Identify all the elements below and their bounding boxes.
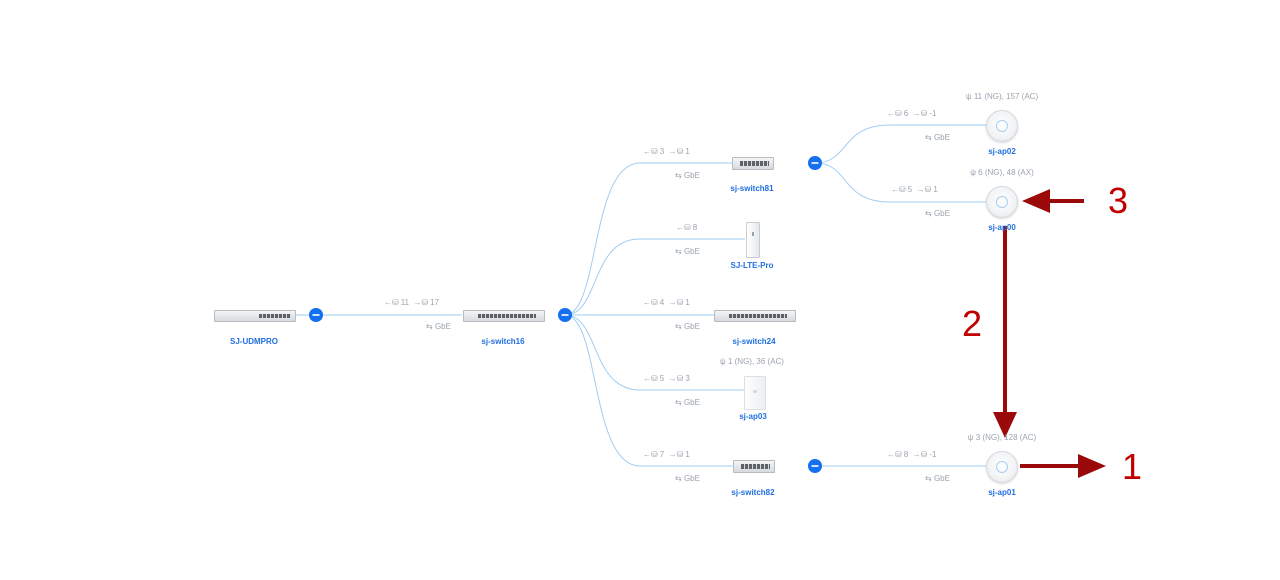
annotation-number-2: 2 bbox=[962, 303, 983, 344]
link-speed-icon: ⇆ bbox=[675, 171, 684, 180]
downstream-icon: ←⛁ bbox=[643, 147, 658, 156]
device-label-ap00[interactable]: sj-ap00 bbox=[988, 223, 1016, 232]
downstream-icon: ←⛁ bbox=[643, 374, 658, 383]
antenna-icon: ψ bbox=[720, 357, 728, 366]
antenna-icon: ψ bbox=[965, 92, 974, 101]
collapse-buttons[interactable] bbox=[309, 156, 822, 473]
link-stats-sw16-lte: ←⛁8 bbox=[676, 223, 698, 232]
downstream-icon: ←⛁ bbox=[887, 109, 902, 118]
link-speed-icon: ⇆ bbox=[925, 209, 934, 218]
upstream-icon: →⛁ bbox=[413, 298, 429, 307]
link-stats-sw82-ap01: ←⛁8 →⛁-1 bbox=[887, 450, 937, 459]
link-speed-icon: ⇆ bbox=[675, 398, 684, 407]
radio-channels-ap00: ψ 6 (NG), 48 (AX) bbox=[970, 168, 1034, 177]
antenna-icon: ψ bbox=[967, 433, 976, 442]
collapse-minus-icon bbox=[312, 314, 320, 316]
link-speed-icon: ⇆ bbox=[426, 322, 435, 331]
device-label-sw82[interactable]: sj-switch82 bbox=[731, 488, 775, 497]
device-label-ap02[interactable]: sj-ap02 bbox=[988, 147, 1016, 156]
access-point-icon[interactable] bbox=[986, 451, 1018, 483]
upstream-icon: →⛁ bbox=[912, 450, 928, 459]
link-speed-sw16-sw24: ⇆ GbE bbox=[675, 322, 700, 331]
downstream-icon: ←⛁ bbox=[643, 450, 658, 459]
collapse-minus-icon bbox=[561, 314, 569, 316]
link-sw16-ap03 bbox=[564, 314, 744, 391]
radio-channels-ap02: ψ 11 (NG), 157 (AC) bbox=[965, 92, 1039, 101]
link-speed-sw16-sw81: ⇆ GbE bbox=[675, 171, 700, 180]
link-stats-sw81-ap00: ←⛁5 →⛁1 bbox=[891, 185, 938, 194]
arrow-2-head bbox=[993, 412, 1017, 438]
wall-ap-icon[interactable] bbox=[744, 376, 766, 410]
link-sw16-sw82 bbox=[564, 314, 733, 467]
annotation-number-1: 1 bbox=[1122, 446, 1143, 487]
radio-channels-ap01: ψ 3 (NG), 128 (AC) bbox=[967, 433, 1037, 442]
access-point-icon[interactable] bbox=[986, 110, 1018, 142]
link-stats-sw16-sw24: ←⛁4 →⛁1 bbox=[643, 298, 690, 307]
link-stats-sw16-sw82: ←⛁7 →⛁1 bbox=[643, 450, 690, 459]
link-lines bbox=[296, 124, 987, 467]
downstream-icon: ←⛁ bbox=[887, 450, 902, 459]
device-label-ap03[interactable]: sj-ap03 bbox=[739, 412, 767, 421]
link-speed-sw16-sw82: ⇆ GbE bbox=[675, 474, 700, 483]
downstream-icon: ←⛁ bbox=[643, 298, 658, 307]
access-point-icon[interactable] bbox=[986, 186, 1018, 218]
link-speed-sw81-ap00: ⇆ GbE bbox=[925, 209, 950, 218]
link-speed-sw82-ap01: ⇆ GbE bbox=[925, 474, 950, 483]
annotation-arrows bbox=[993, 189, 1106, 478]
upstream-icon: →⛁ bbox=[668, 374, 684, 383]
upstream-icon: →⛁ bbox=[668, 147, 684, 156]
switch-icon[interactable] bbox=[732, 157, 774, 170]
device-label-sw81[interactable]: sj-switch81 bbox=[730, 184, 774, 193]
rack-switch-icon[interactable] bbox=[463, 310, 545, 322]
antenna-icon: ψ bbox=[970, 168, 979, 177]
link-speed-icon: ⇆ bbox=[675, 474, 684, 483]
device-label-sw16[interactable]: sj-switch16 bbox=[481, 337, 525, 346]
link-stats-sw81-ap02: ←⛁6 →⛁-1 bbox=[887, 109, 937, 118]
link-speed-icon: ⇆ bbox=[925, 474, 934, 483]
link-stats-sw16-ap03: ←⛁5 →⛁3 bbox=[643, 374, 690, 383]
downstream-icon: ←⛁ bbox=[676, 223, 691, 232]
link-sw16-sw81 bbox=[564, 162, 732, 316]
upstream-icon: →⛁ bbox=[916, 185, 932, 194]
link-speed-sw16-ap03: ⇆ GbE bbox=[675, 398, 700, 407]
device-label-ap01[interactable]: sj-ap01 bbox=[988, 488, 1016, 497]
link-speed-udm-sw16: ⇆ GbE bbox=[426, 322, 451, 331]
link-sw81-ap02 bbox=[814, 124, 987, 164]
link-sw16-lte bbox=[564, 238, 745, 316]
link-stats-udm-sw16: ←⛁11 →⛁17 bbox=[384, 298, 440, 307]
annotation-number-3: 3 bbox=[1108, 180, 1129, 221]
collapse-minus-icon bbox=[811, 162, 819, 164]
upstream-icon: →⛁ bbox=[668, 450, 684, 459]
rack-gateway-icon[interactable] bbox=[214, 310, 296, 322]
link-sw81-ap00 bbox=[814, 162, 987, 203]
arrow-1-head bbox=[1078, 454, 1106, 478]
link-speed-icon: ⇆ bbox=[675, 247, 684, 256]
switch-icon[interactable] bbox=[733, 460, 775, 473]
upstream-icon: →⛁ bbox=[668, 298, 684, 307]
device-label-udm[interactable]: SJ-UDMPRO bbox=[229, 337, 279, 346]
collapse-minus-icon bbox=[811, 465, 819, 467]
rack-switch-icon[interactable] bbox=[714, 310, 796, 322]
arrow-3-head bbox=[1022, 189, 1050, 213]
link-speed-sw81-ap02: ⇆ GbE bbox=[925, 133, 950, 142]
upstream-icon: →⛁ bbox=[912, 109, 928, 118]
link-speed-sw16-lte: ⇆ GbE bbox=[675, 247, 700, 256]
downstream-icon: ←⛁ bbox=[891, 185, 906, 194]
downstream-icon: ←⛁ bbox=[384, 298, 399, 307]
device-label-sw24[interactable]: sj-switch24 bbox=[732, 337, 776, 346]
link-speed-icon: ⇆ bbox=[925, 133, 934, 142]
device-label-lte[interactable]: SJ-LTE-Pro bbox=[730, 261, 774, 270]
lte-device-icon[interactable] bbox=[746, 222, 760, 258]
link-speed-icon: ⇆ bbox=[675, 322, 684, 331]
radio-channels-ap03: ψ 1 (NG), 36 (AC) bbox=[720, 357, 784, 366]
link-stats-sw16-sw81: ←⛁3 →⛁1 bbox=[643, 147, 690, 156]
